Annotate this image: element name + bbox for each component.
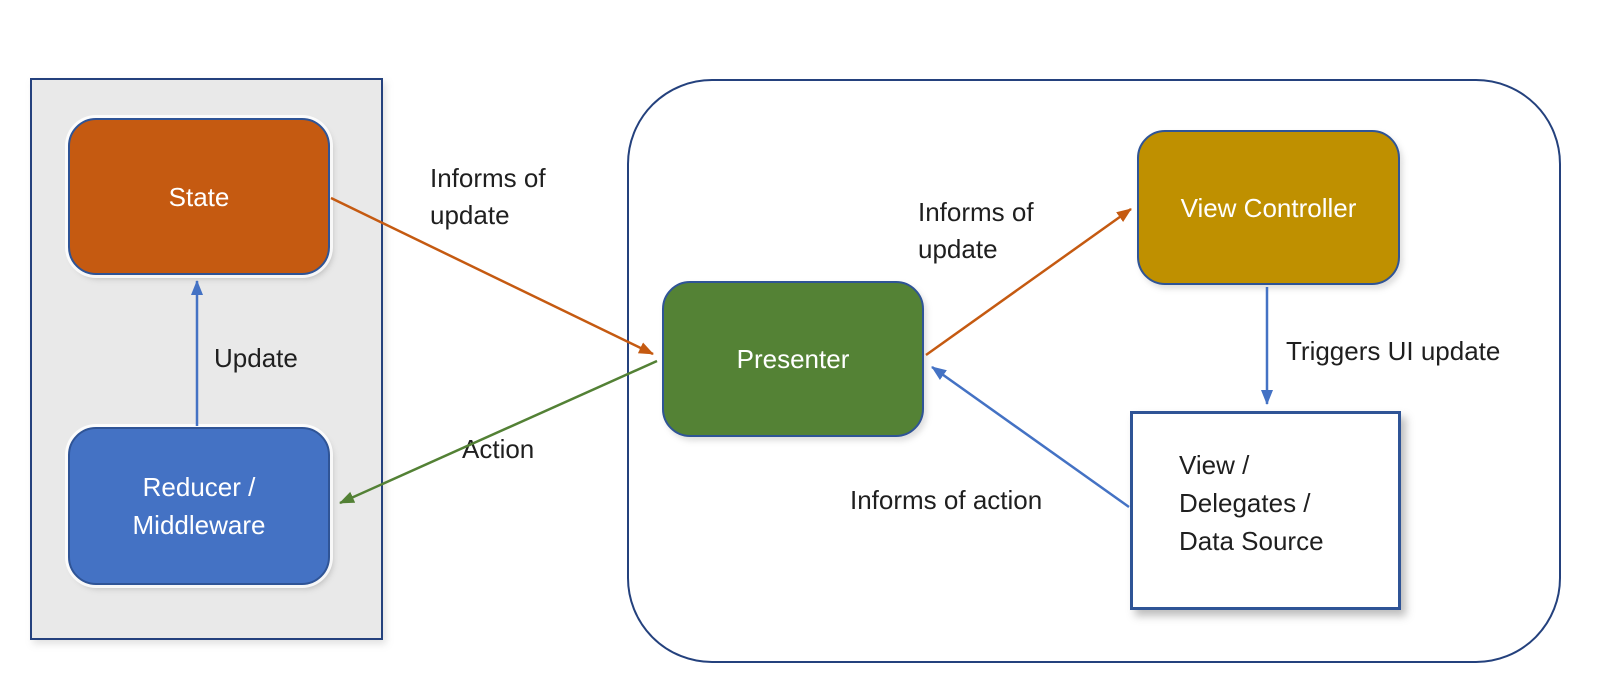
label-action: Action [462, 434, 535, 464]
label-informs-of-update-right: Informs of update [918, 197, 1034, 264]
label-triggers-ui-update: Triggers UI update [1286, 336, 1501, 366]
state-box: State [68, 118, 330, 275]
presenter-box-label: Presenter [736, 344, 850, 374]
view-delegates-datasource-box: View / Delegates / Data Source [1130, 411, 1401, 610]
view-delegates-datasource-box-label: View / Delegates / Data Source [1179, 450, 1324, 556]
label-informs-of-action: Informs of action [850, 485, 1043, 515]
view-controller-box-label: View Controller [1180, 192, 1357, 223]
state-box-label: State [168, 181, 230, 212]
presenter-box: Presenter [662, 281, 924, 437]
reducer-middleware-box-label: Reducer / Middleware [132, 472, 266, 540]
label-informs-of-update-left: Informs of update [430, 163, 546, 230]
label-update: Update [214, 343, 298, 373]
reducer-middleware-box: Reducer / Middleware [68, 427, 330, 585]
view-controller-box: View Controller [1137, 130, 1400, 285]
